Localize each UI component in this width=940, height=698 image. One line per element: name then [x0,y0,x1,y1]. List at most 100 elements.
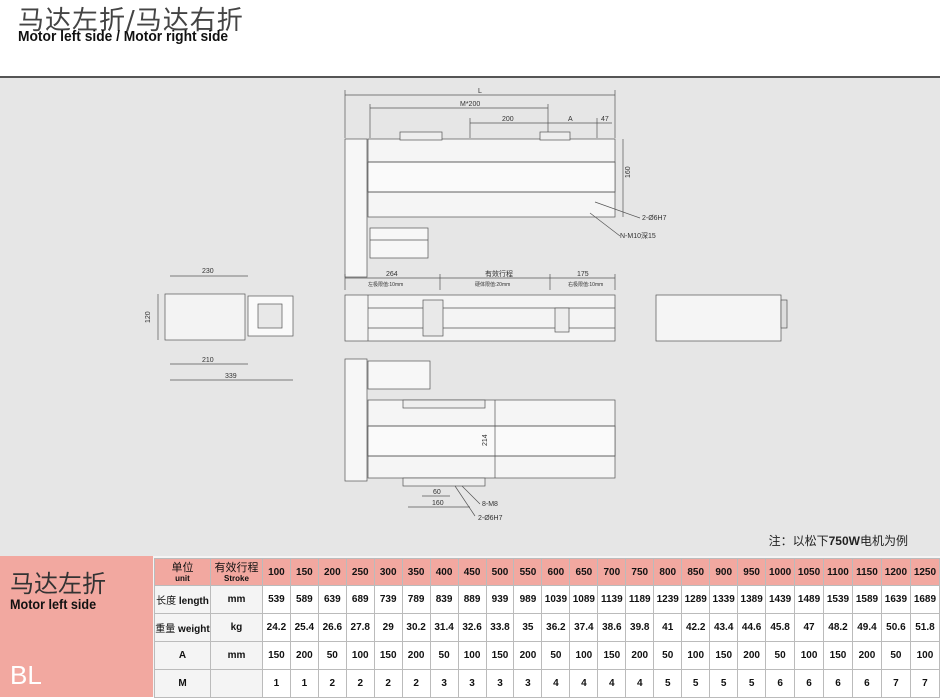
table-cell: 1139 [597,585,627,614]
table-cell: 50.6 [880,613,911,642]
table-cell: 7 [909,669,940,698]
page-title-cn: 马达左折/马达右折 [18,6,244,36]
table-cell: 26.6 [317,613,347,642]
top-view: L M*200 200 A 47 160 2-Ø6H7 N-M10深15 [344,88,667,278]
stroke-header-cell: 100 [261,558,291,586]
table-cell: 6 [823,669,853,698]
table-cell: 32.6 [457,613,487,642]
stroke-header-cell: 550 [513,558,543,586]
table-cell: 100 [569,641,599,670]
table-cell: 31.4 [429,613,459,642]
page-header: 马达左折/马达右折 Motor left side / Motor right … [0,0,940,76]
header-stroke-en: Stroke [224,573,249,583]
table-cell: 100 [345,641,375,670]
table-cell: 150 [485,641,515,670]
dim-120: 120 [145,311,152,323]
table-cell: 100 [681,641,711,670]
stroke-header-cell: 850 [681,558,711,586]
header-unit-en: unit [175,573,190,583]
stroke-header-cell: 600 [541,558,571,586]
table-cell: 100 [457,641,487,670]
note-left-limit: 左极限值:10mm [368,281,403,288]
table-cell: 200 [289,641,319,670]
table-cell: 1039 [541,585,571,614]
table-cell: 41 [653,613,683,642]
row-label-cell: 长度 length [154,585,211,614]
dim-M: M*200 [460,101,480,108]
table-cell: 1639 [880,585,911,614]
table-cell: 7 [880,669,911,698]
table-cell: 37.4 [569,613,599,642]
table-cell: 5 [709,669,739,698]
table-cell: 1589 [851,585,882,614]
table-cell: 5 [681,669,711,698]
page-title-en: Motor left side / Motor right side [18,28,229,45]
table-cell: 1239 [653,585,683,614]
table-cell: 639 [317,585,347,614]
row-label-cell: A [154,641,211,670]
stroke-header-cell: 1050 [794,558,825,586]
table-cell: 5 [653,669,683,698]
table-cell: 24.2 [261,613,291,642]
table-cell: 589 [289,585,319,614]
note-pin-top: 2-Ø6H7 [642,215,667,222]
note-pin-bottom: 2-Ø6H7 [478,515,503,522]
table-cell: 839 [429,585,459,614]
dim-47: 47 [601,116,609,123]
stroke-header-cell: 1200 [880,558,911,586]
table-cell: 50 [541,641,571,670]
stroke-header-cell: 450 [457,558,487,586]
dim-200: 200 [502,116,514,123]
row-label-cn: 重量 [155,624,176,635]
table-cell: 50 [765,641,796,670]
row-label-en: M [178,678,187,689]
table-cell: 50 [653,641,683,670]
table-cell: 200 [625,641,655,670]
row-label-cell: 重量 weight [154,613,211,642]
table-cell: 1339 [709,585,739,614]
table-cell: 3 [513,669,543,698]
row-label-cell: M [154,669,211,698]
table-cell: 4 [541,669,571,698]
dim-A: A [568,116,573,123]
table-cell: 1389 [737,585,767,614]
dim-L: L [478,88,482,95]
table-cell: 33.8 [485,613,515,642]
table-cell: 689 [345,585,375,614]
side-view: 264 有效行程 175 左极限值:10mm 硬体限值:20mm 右极限值:10… [344,269,788,342]
table-cell: 939 [485,585,515,614]
stroke-header-cell: 950 [737,558,767,586]
table-cell: 3 [485,669,515,698]
table-cell: 50 [429,641,459,670]
dim-stroke: 有效行程 [485,269,513,278]
spec-title-en: Motor left side [10,596,97,612]
table-cell: 4 [625,669,655,698]
table-cell: 1 [261,669,291,698]
table-cell: 47 [794,613,825,642]
stroke-header-cell: 150 [289,558,319,586]
stroke-header-cell: 350 [401,558,431,586]
table-cell: 48.2 [823,613,853,642]
dim-60: 60 [433,489,441,496]
stroke-header-cell: 750 [625,558,655,586]
table-cell: 739 [373,585,403,614]
table-cell: 3 [429,669,459,698]
table-cell: 4 [569,669,599,698]
row-label-en: A [178,650,187,661]
table-cell: 200 [851,641,882,670]
table-cell: 1689 [909,585,940,614]
table-cell: 50 [880,641,911,670]
stroke-header-cell: 1150 [851,558,882,586]
dim-339: 339 [225,373,237,380]
table-cell: 6 [794,669,825,698]
table-cell: 150 [373,641,403,670]
header-unit-cn: 单位 [171,561,194,574]
stroke-header-cell: 500 [485,558,515,586]
note-prefix: 注：以松下 [768,534,829,548]
